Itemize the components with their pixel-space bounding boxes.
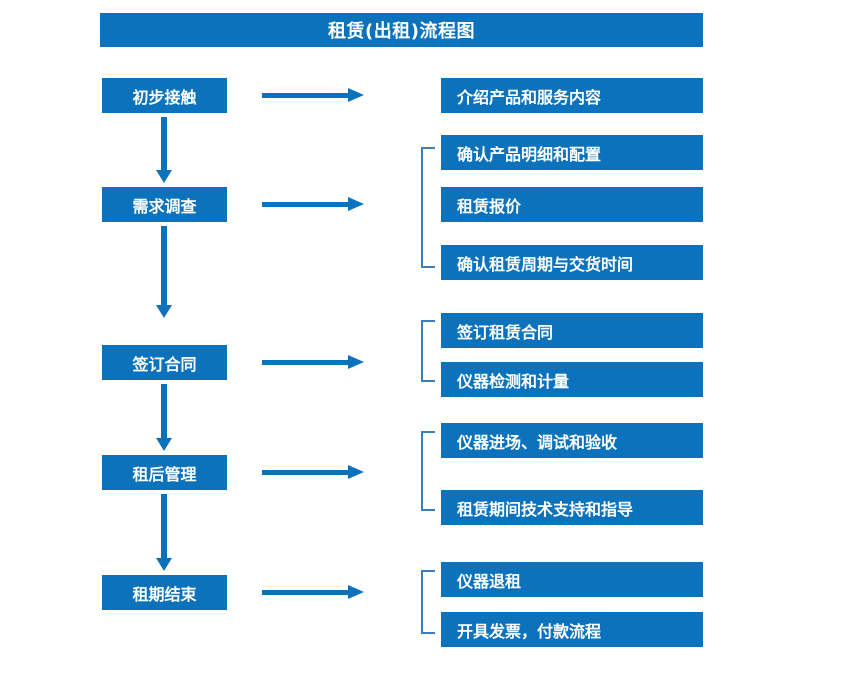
arrow-shaft [262,360,350,365]
detail-box-2-3[interactable]: 确认租赁周期与交货时间 [441,245,703,280]
arrow-head [348,465,364,479]
detail-box-5-1[interactable]: 仪器退租 [441,562,703,597]
diagram-title: 租赁(出租)流程图 [100,13,703,47]
detail-box-1-1[interactable]: 介绍产品和服务内容 [441,78,703,113]
detail-box-4-2[interactable]: 租赁期间技术支持和指导 [441,490,703,525]
stage-box-2[interactable]: 需求调查 [102,187,227,222]
arrow-shaft [262,470,350,475]
arrow-head [156,305,172,318]
arrow-head [348,585,364,599]
stage-box-5[interactable]: 租期结束 [102,575,227,610]
detail-box-5-2[interactable]: 开具发票，付款流程 [441,612,703,647]
detail-box-2-1[interactable]: 确认产品明细和配置 [441,135,703,170]
arrow-head [348,197,364,211]
arrow-shaft [161,494,167,558]
group-bracket-4 [421,431,435,511]
connector-arrow-right-2 [262,196,366,212]
connector-arrow-right-3 [262,354,366,370]
group-bracket-5 [421,570,435,634]
connector-arrow-right-5 [262,584,366,600]
detail-box-3-2[interactable]: 仪器检测和计量 [441,362,703,397]
group-bracket-2 [421,147,435,268]
arrow-shaft [161,384,167,438]
arrow-head [156,558,172,571]
arrow-head [348,88,364,102]
arrow-head [156,438,172,451]
connector-arrow-down-2 [156,226,173,318]
arrow-head [348,355,364,369]
arrow-shaft [161,117,167,170]
detail-box-2-2[interactable]: 租赁报价 [441,187,703,222]
stage-box-3[interactable]: 签订合同 [102,345,227,380]
arrow-head [156,170,172,183]
connector-arrow-down-4 [156,494,173,571]
stage-box-1[interactable]: 初步接触 [102,78,227,113]
arrow-shaft [262,93,350,98]
stage-box-4[interactable]: 租后管理 [102,455,227,490]
detail-box-3-1[interactable]: 签订租赁合同 [441,313,703,348]
connector-arrow-down-1 [156,117,173,183]
connector-arrow-right-1 [262,87,366,103]
arrow-shaft [161,226,167,305]
detail-box-4-1[interactable]: 仪器进场、调试和验收 [441,423,703,458]
connector-arrow-down-3 [156,384,173,451]
connector-arrow-right-4 [262,464,366,480]
arrow-shaft [262,590,350,595]
arrow-shaft [262,202,350,207]
group-bracket-3 [421,320,435,382]
